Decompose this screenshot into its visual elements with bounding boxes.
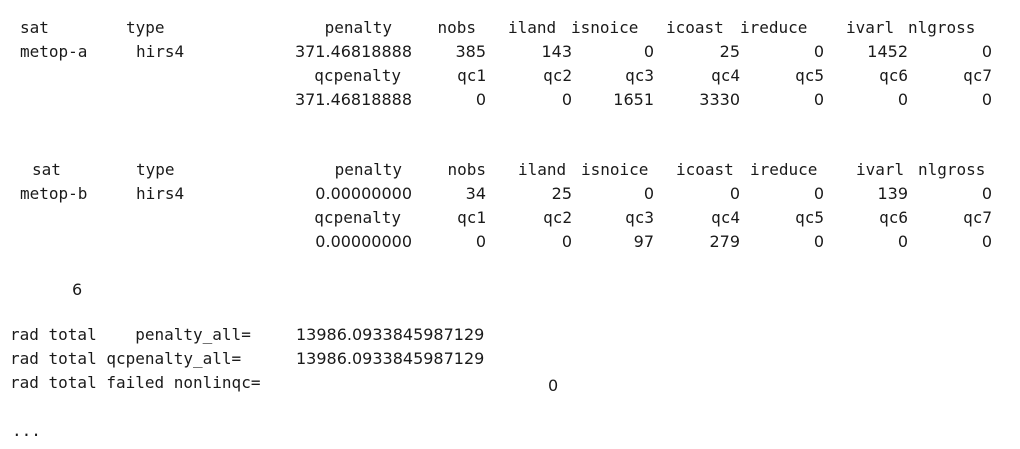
continuation-ellipsis: ... <box>12 421 41 440</box>
value-ivarl: 1452 <box>867 42 908 61</box>
header-iland: iland <box>518 160 567 179</box>
header-type: type <box>136 160 175 179</box>
header-qc6: qc6 <box>879 66 908 85</box>
header-qc2: qc2 <box>543 208 572 227</box>
header-qcpenalty: qcpenalty <box>314 208 401 227</box>
header-qc3: qc3 <box>625 66 654 85</box>
value-qc7: 0 <box>981 90 992 109</box>
value-qc3: 97 <box>633 232 654 251</box>
value-ivarl: 139 <box>877 184 908 203</box>
value-qc7: 0 <box>981 232 992 251</box>
value-qc3: 1651 <box>613 90 654 109</box>
value-qc2: 0 <box>561 232 572 251</box>
total-failed-nonlinqc-label: rad total failed nonlinqc= <box>10 373 261 392</box>
value-icoast: 25 <box>719 42 740 61</box>
header-sat: sat <box>32 160 61 179</box>
value-iland: 143 <box>541 42 572 61</box>
value-nobs: 385 <box>455 42 486 61</box>
value-ireduce: 0 <box>813 42 824 61</box>
value-qc5: 0 <box>813 232 824 251</box>
header-qc5: qc5 <box>795 208 824 227</box>
header-ivarl: ivarl <box>846 18 895 37</box>
satellite-count: 6 <box>72 280 83 299</box>
header-ireduce: ireduce <box>750 160 818 179</box>
header-sat: sat <box>20 18 49 37</box>
header-qc6: qc6 <box>879 208 908 227</box>
header-penalty: penalty <box>334 160 402 179</box>
header-qcpenalty: qcpenalty <box>314 66 401 85</box>
header-qc1: qc1 <box>457 66 486 85</box>
value-nobs: 34 <box>465 184 486 203</box>
header-qc1: qc1 <box>457 208 486 227</box>
value-qc5: 0 <box>813 90 824 109</box>
header-icoast: icoast <box>666 18 724 37</box>
header-nobs: nobs <box>447 160 486 179</box>
header-iland: iland <box>508 18 557 37</box>
value-isnoice: 0 <box>643 184 654 203</box>
header-nlgross: nlgross <box>918 160 986 179</box>
value-qc2: 0 <box>561 90 572 109</box>
header-icoast: icoast <box>676 160 734 179</box>
value-type: hirs4 <box>136 42 185 61</box>
value-qc4: 279 <box>709 232 740 251</box>
value-qcpenalty: 371.46818888 <box>294 90 412 109</box>
header-nobs: nobs <box>437 18 476 37</box>
value-qc6: 0 <box>897 90 908 109</box>
value-sat: metop-a <box>20 42 88 61</box>
header-qc2: qc2 <box>543 66 572 85</box>
header-type: type <box>126 18 165 37</box>
value-sat: metop-b <box>20 184 88 203</box>
value-nlgross: 0 <box>981 42 992 61</box>
header-qc5: qc5 <box>795 66 824 85</box>
total-penalty-value: 13986.0933845987129 <box>296 325 485 344</box>
total-qcpenalty-label: rad total qcpenalty_all= <box>10 349 242 368</box>
header-qc7: qc7 <box>963 208 992 227</box>
header-ireduce: ireduce <box>740 18 808 37</box>
total-penalty-label: rad total penalty_all= <box>10 325 251 344</box>
value-ireduce: 0 <box>813 184 824 203</box>
total-qcpenalty-value: 13986.0933845987129 <box>296 349 485 368</box>
header-qc7: qc7 <box>963 66 992 85</box>
header-isnoice: isnoice <box>571 18 639 37</box>
header-qc4: qc4 <box>711 66 740 85</box>
value-qc6: 0 <box>897 232 908 251</box>
value-type: hirs4 <box>136 184 185 203</box>
header-qc4: qc4 <box>711 208 740 227</box>
header-nlgross: nlgross <box>908 18 976 37</box>
value-qcpenalty: 0.00000000 <box>315 232 412 251</box>
value-penalty: 0.00000000 <box>315 184 412 203</box>
value-nlgross: 0 <box>981 184 992 203</box>
value-qc1: 0 <box>475 232 486 251</box>
header-isnoice: isnoice <box>581 160 649 179</box>
value-icoast: 0 <box>729 184 740 203</box>
value-penalty: 371.46818888 <box>294 42 412 61</box>
value-qc4: 3330 <box>699 90 740 109</box>
total-failed-nonlinqc-value: 0 <box>548 376 559 395</box>
value-iland: 25 <box>551 184 572 203</box>
value-qc1: 0 <box>475 90 486 109</box>
header-ivarl: ivarl <box>856 160 905 179</box>
value-isnoice: 0 <box>643 42 654 61</box>
header-penalty: penalty <box>324 18 392 37</box>
header-qc3: qc3 <box>625 208 654 227</box>
